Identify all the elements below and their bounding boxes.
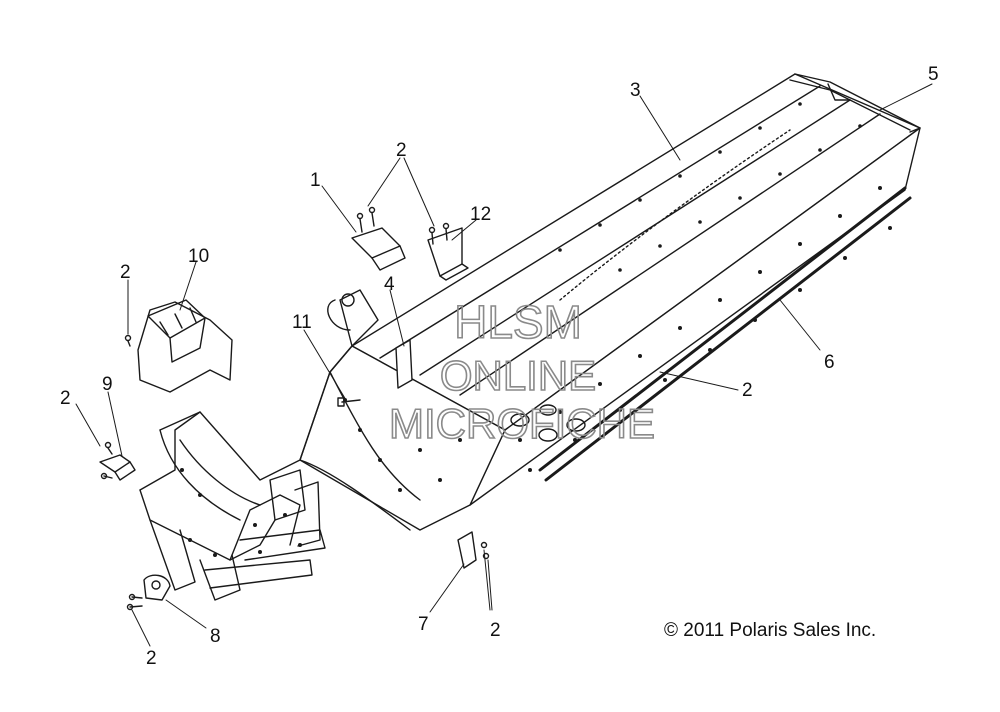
rear-bumper-part-5 (789, 73, 921, 133)
bracket-part-7 (457, 531, 490, 569)
bracket-part-8 (126, 574, 171, 611)
callout-8: 8 (210, 626, 221, 647)
callout-1: 1 (310, 170, 321, 191)
callout-7: 7 (418, 614, 429, 635)
callout-2-top: 2 (396, 140, 407, 161)
bracket-part-12 (427, 222, 469, 281)
front-bulkhead (139, 289, 379, 601)
tunnel-part-3 (299, 73, 921, 531)
copyright-notice: © 2011 Polaris Sales Inc. (664, 620, 877, 641)
callout-10: 10 (188, 246, 209, 267)
callout-labels: 1 2 2 2 2 2 2 3 4 5 6 7 8 9 10 11 12 (60, 64, 939, 669)
mount-part-10 (124, 299, 233, 393)
callout-2-right: 2 (742, 380, 753, 401)
bolt-part-11 (337, 397, 361, 407)
callout-4: 4 (384, 274, 395, 295)
callout-11: 11 (292, 312, 312, 333)
watermark: HLSM ONLINE MICROFICHE (388, 295, 656, 448)
callout-12: 12 (470, 204, 491, 225)
callout-2-bottom-right: 2 (490, 620, 501, 641)
watermark-line-1: HLSM (454, 296, 582, 348)
callout-6: 6 (824, 352, 835, 373)
callout-5: 5 (928, 64, 939, 85)
callout-2-left-upper: 2 (120, 262, 131, 283)
rail-slide-part-6 (538, 129, 912, 482)
leader-lines (75, 83, 933, 647)
bracket-part-1 (351, 206, 406, 271)
bracket-part-9 (99, 441, 136, 481)
callout-2-bottom-left: 2 (146, 648, 157, 669)
watermark-line-3: MICROFICHE (389, 400, 655, 447)
callout-9: 9 (102, 374, 113, 395)
watermark-line-2: ONLINE (440, 352, 596, 399)
callout-3: 3 (630, 80, 641, 101)
bracket-part-4 (395, 339, 413, 389)
callout-2-left-middle: 2 (60, 388, 71, 409)
